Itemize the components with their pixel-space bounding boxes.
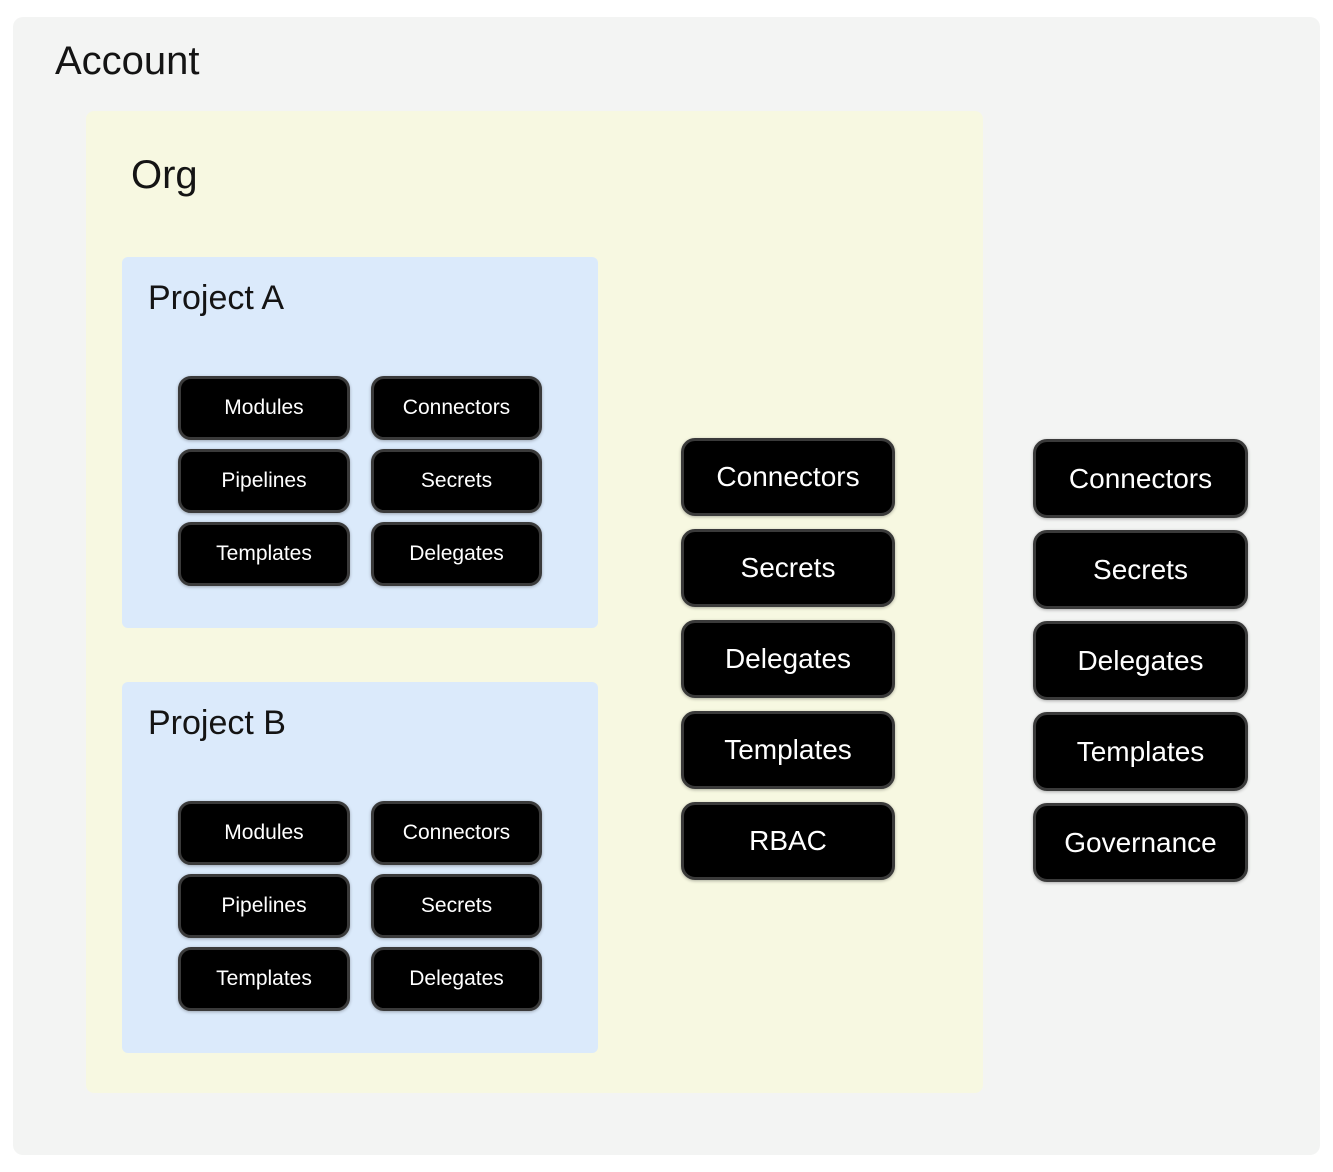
org-node-secrets: Secrets (681, 529, 895, 607)
org-container: Org Project A Modules Connectors Pipelin… (86, 111, 983, 1093)
project-b-node-templates: Templates (178, 947, 350, 1011)
account-resource-column: Connectors Secrets Delegates Templates G… (1033, 439, 1248, 882)
org-node-connectors: Connectors (681, 438, 895, 516)
project-a-container: Project A Modules Connectors Pipelines S… (122, 257, 598, 628)
project-b-resource-grid: Modules Connectors Pipelines Secrets Tem… (178, 801, 542, 1011)
account-container: Account Org Project A Modules Connectors… (13, 17, 1320, 1155)
project-a-resource-grid: Modules Connectors Pipelines Secrets Tem… (178, 376, 542, 586)
project-b-node-modules: Modules (178, 801, 350, 865)
project-a-node-modules: Modules (178, 376, 350, 440)
project-a-node-templates: Templates (178, 522, 350, 586)
account-node-secrets: Secrets (1033, 530, 1248, 609)
project-b-node-delegates: Delegates (371, 947, 542, 1011)
project-b-title: Project B (148, 704, 286, 742)
account-node-connectors: Connectors (1033, 439, 1248, 518)
project-a-node-secrets: Secrets (371, 449, 542, 513)
project-a-title: Project A (148, 279, 285, 317)
project-b-node-connectors: Connectors (371, 801, 542, 865)
project-a-node-delegates: Delegates (371, 522, 542, 586)
project-b-node-secrets: Secrets (371, 874, 542, 938)
account-node-templates: Templates (1033, 712, 1248, 791)
account-node-governance: Governance (1033, 803, 1248, 882)
org-title: Org (131, 153, 198, 197)
account-title: Account (55, 39, 200, 83)
account-node-delegates: Delegates (1033, 621, 1248, 700)
org-node-delegates: Delegates (681, 620, 895, 698)
project-a-node-connectors: Connectors (371, 376, 542, 440)
project-b-container: Project B Modules Connectors Pipelines S… (122, 682, 598, 1053)
org-node-rbac: RBAC (681, 802, 895, 880)
org-resource-column: Connectors Secrets Delegates Templates R… (681, 438, 895, 880)
project-b-node-pipelines: Pipelines (178, 874, 350, 938)
org-node-templates: Templates (681, 711, 895, 789)
project-a-node-pipelines: Pipelines (178, 449, 350, 513)
